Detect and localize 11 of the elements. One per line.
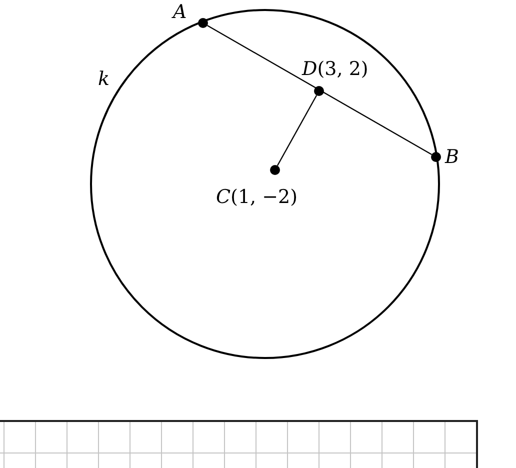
- line-segment: [207, 24, 432, 156]
- point-label: D(3, 2): [302, 58, 368, 80]
- point-label: A: [173, 1, 187, 23]
- point-label: C(1, −2): [216, 186, 298, 208]
- point-marker: [314, 86, 324, 96]
- point-marker: [270, 165, 280, 175]
- point-marker: [431, 152, 441, 162]
- curve-label: k: [98, 68, 110, 90]
- point-marker: [198, 18, 208, 28]
- line-segment: [276, 95, 318, 166]
- point-label: B: [445, 146, 459, 168]
